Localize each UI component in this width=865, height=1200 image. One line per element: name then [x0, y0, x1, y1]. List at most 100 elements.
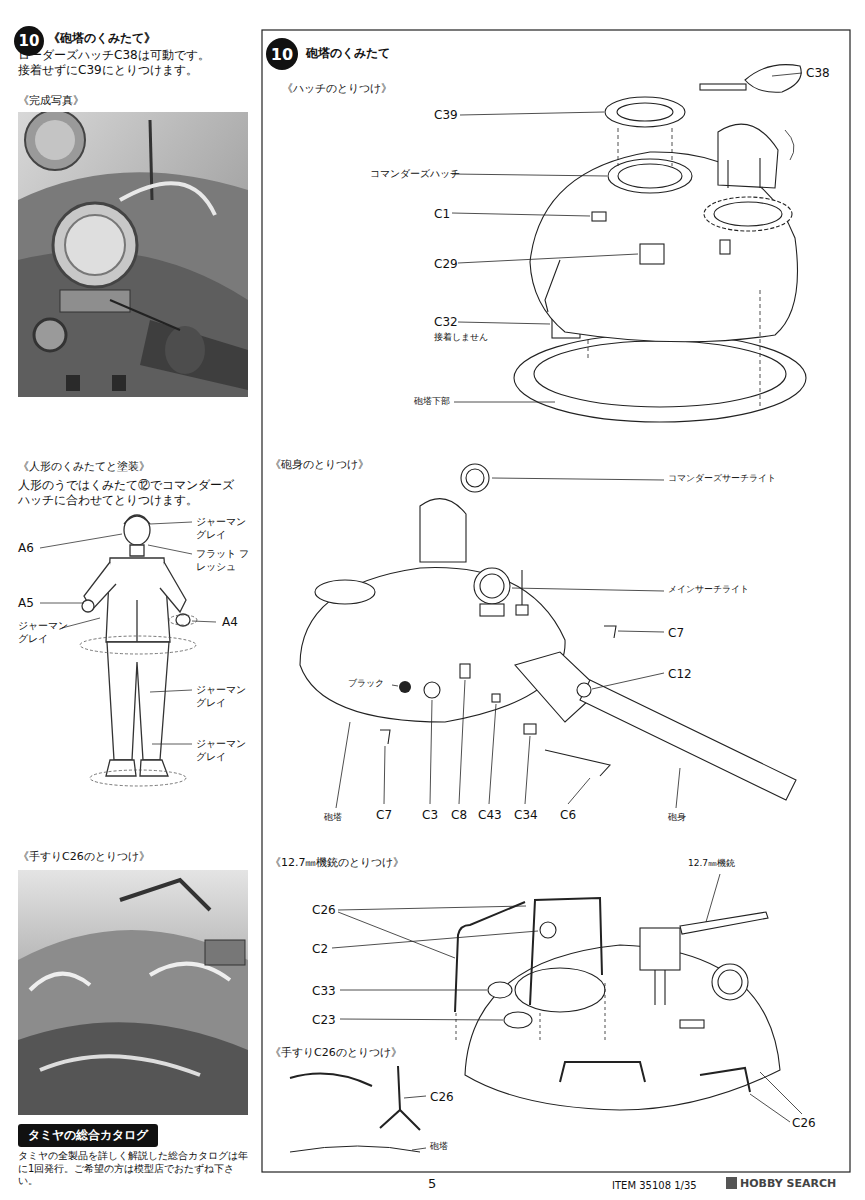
line-art	[514, 334, 806, 422]
line-art	[455, 902, 525, 1012]
part-label: 砲塔のくみたて	[306, 46, 390, 61]
watermark-icon	[726, 1177, 737, 1189]
line-art	[150, 690, 192, 692]
line-art	[112, 375, 126, 391]
line-art	[106, 760, 136, 776]
line-art	[516, 605, 528, 615]
part-label: A6	[18, 541, 34, 556]
part-label: 《手すりC26のとりつけ》	[18, 850, 150, 864]
part-label: フラット フレッシュ	[196, 548, 252, 573]
line-art	[515, 968, 605, 1012]
node-text: 10	[19, 32, 40, 50]
line-art	[680, 912, 768, 934]
line-art	[577, 683, 591, 697]
line-art	[640, 928, 680, 970]
part-label: 《人形のくみたてと塗装》	[18, 460, 150, 474]
line-art	[110, 300, 180, 330]
part-label: 5	[428, 1176, 436, 1192]
part-label: C7	[376, 808, 392, 823]
part-label: 砲身	[668, 812, 686, 823]
line-art	[512, 588, 664, 591]
part-label: C43	[478, 808, 502, 823]
line-art	[525, 736, 530, 804]
line-art	[340, 990, 487, 991]
line-art	[106, 558, 170, 642]
black-part	[399, 681, 411, 693]
line-art	[680, 1020, 704, 1028]
part-label: 《完成写真》	[18, 94, 84, 108]
line-art	[18, 930, 248, 1115]
line-art	[80, 636, 196, 654]
line-art	[120, 880, 210, 910]
line-art	[124, 516, 150, 524]
part-label: C38	[806, 66, 830, 81]
part-label: 砲塔	[430, 1141, 448, 1152]
line-art	[745, 65, 801, 93]
line-art	[700, 1068, 750, 1092]
line-art	[608, 159, 692, 193]
line-art	[124, 515, 150, 545]
line-art	[530, 898, 602, 1005]
line-art	[489, 704, 496, 804]
line-art	[140, 320, 248, 390]
handrails	[290, 898, 750, 1130]
part-label: C26	[312, 903, 336, 918]
line-art	[718, 124, 778, 188]
line-art	[676, 768, 680, 808]
part-label: C7	[668, 626, 684, 641]
line-art	[150, 522, 192, 524]
step-number: 10	[266, 38, 298, 70]
line-art	[592, 212, 606, 221]
line-art	[380, 730, 390, 744]
hatch-drawing	[514, 65, 806, 422]
line-art	[66, 375, 80, 391]
line-art	[176, 614, 190, 626]
barrel-leaders	[336, 478, 680, 808]
line-art	[728, 158, 760, 188]
part-label: ITEM 35108 1/35	[612, 1180, 697, 1193]
line-art	[617, 103, 673, 121]
line-art	[604, 626, 616, 638]
line-art	[540, 922, 556, 938]
part-label: ジャーマン グレイ	[196, 684, 252, 709]
line-art	[18, 112, 248, 397]
node-text: タミヤの総合カタログ	[28, 1128, 148, 1142]
hatch-leaders	[452, 73, 802, 408]
line-art	[720, 240, 730, 254]
part-label: 人形のうではくみたて⑫でコマンダーズハッチに合わせてとりつけます。	[18, 478, 240, 508]
line-art	[35, 120, 75, 160]
photo-handrails	[18, 870, 248, 1115]
line-art	[458, 322, 550, 324]
line-art	[588, 340, 589, 360]
part-label: C32	[434, 315, 458, 330]
part-label: C29	[434, 257, 458, 272]
step-number: 10	[14, 26, 44, 56]
part-label: C6	[560, 808, 576, 823]
figure-leaders	[40, 522, 216, 744]
line-art	[534, 341, 786, 407]
line-art	[420, 499, 466, 562]
part-label: C23	[312, 1013, 336, 1028]
node-text: 10	[271, 45, 293, 64]
line-art	[592, 673, 664, 689]
line-art	[40, 603, 84, 604]
line-art	[120, 183, 215, 215]
line-art	[40, 1056, 200, 1075]
line-art	[412, 1148, 426, 1150]
rotation-marks	[80, 615, 197, 786]
line-art	[568, 778, 590, 804]
line-art	[34, 319, 66, 351]
line-art	[404, 1096, 426, 1098]
mg-drawing	[465, 912, 780, 1110]
line-art	[465, 945, 780, 1110]
line-art	[718, 970, 742, 994]
line-art	[192, 621, 216, 622]
line-art	[521, 570, 522, 610]
part-label: メインサーチライト	[668, 584, 749, 595]
part-label: HOBBY SEARCH	[740, 1177, 836, 1191]
figure-drawing	[82, 515, 190, 776]
line-art	[580, 680, 796, 800]
line-art	[560, 1062, 645, 1082]
part-label: ブラック	[348, 678, 384, 689]
line-art	[706, 874, 720, 922]
